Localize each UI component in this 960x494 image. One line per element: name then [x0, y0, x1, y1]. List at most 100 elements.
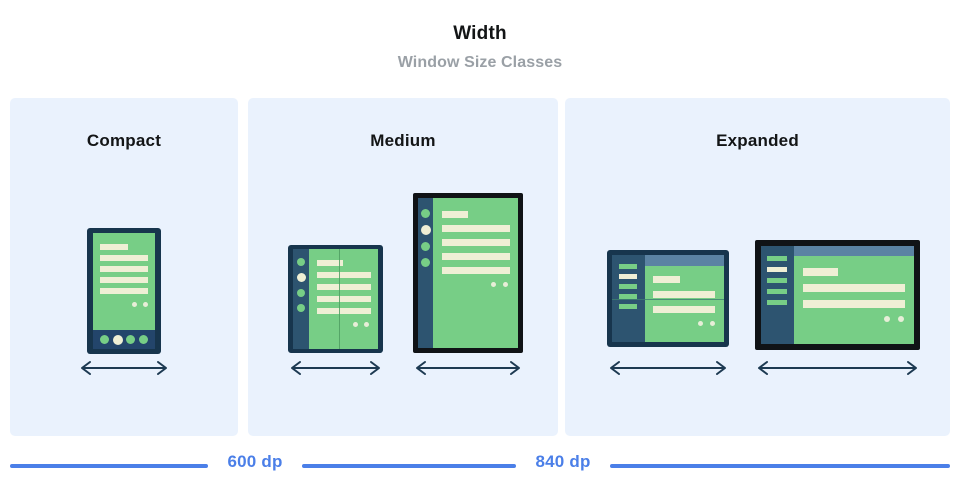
content-dot — [143, 302, 148, 307]
nav-panel-bars — [612, 255, 645, 309]
foldable-screen — [293, 249, 378, 349]
panel-label-expanded: Expanded — [716, 131, 799, 150]
nav-dot — [421, 242, 430, 251]
content-line — [653, 306, 715, 313]
content-dot — [132, 302, 137, 307]
content-line — [100, 255, 148, 261]
nav-dot — [297, 289, 305, 297]
foldable-content — [309, 249, 378, 349]
foldable-landscape-frame — [607, 250, 729, 347]
nav-panel — [612, 255, 645, 342]
content-dot-pair — [132, 302, 148, 307]
nav-bar — [619, 264, 637, 269]
nav-rail — [418, 198, 433, 348]
nav-bar — [767, 256, 787, 261]
nav-dot-active — [420, 225, 431, 235]
measure-line-mid-left — [302, 464, 506, 468]
phone-bottom-nav — [93, 330, 155, 349]
foldable-landscape-content — [645, 255, 724, 342]
device-tablet-expanded — [755, 240, 920, 350]
content-dot — [884, 316, 890, 322]
measure-line-right — [610, 464, 950, 468]
nav-rail-dots — [293, 249, 309, 312]
nav-rail — [293, 249, 309, 349]
tablet-content — [433, 198, 518, 348]
nav-panel — [761, 246, 794, 344]
page-title: Width — [453, 23, 507, 44]
content-dot — [898, 316, 904, 322]
nav-bar — [619, 304, 637, 309]
fold-line — [612, 299, 724, 300]
content-line — [653, 291, 715, 298]
content-line — [803, 284, 905, 292]
nav-bar — [767, 300, 787, 305]
phone-screen — [93, 233, 155, 349]
content-dot — [710, 321, 715, 326]
nav-dot-active — [296, 273, 306, 282]
fold-line — [339, 249, 340, 349]
content-line — [442, 239, 510, 246]
content-line — [442, 267, 510, 274]
content-dot-pair — [884, 316, 904, 322]
content-dot-pair — [698, 321, 715, 326]
content-line — [317, 308, 371, 314]
app-top-bar — [645, 255, 724, 266]
content-dot-pair — [353, 322, 369, 327]
nav-bar — [767, 278, 787, 283]
tablet-screen — [418, 198, 518, 348]
nav-rail-dots — [418, 198, 433, 267]
device-foldable-medium — [288, 245, 383, 353]
nav-dot — [297, 258, 305, 266]
content-dot — [698, 321, 703, 326]
nav-panel-bars — [761, 246, 794, 305]
nav-dot — [139, 335, 149, 344]
nav-dot — [421, 258, 430, 267]
device-foldable-expanded — [607, 250, 729, 347]
device-tablet-medium — [413, 193, 523, 353]
nav-bar — [619, 294, 637, 299]
content-line — [100, 288, 148, 294]
panel-label-medium: Medium — [370, 131, 436, 150]
measure-line-mid-right — [480, 464, 516, 468]
content-line — [442, 225, 510, 232]
content-line — [100, 277, 148, 283]
content-dot — [491, 282, 496, 287]
tablet-frame — [413, 193, 523, 353]
page-subtitle: Window Size Classes — [397, 54, 563, 71]
content-line — [317, 296, 371, 302]
nav-dot — [421, 209, 430, 218]
diagram-header: Width Window Size Classes — [0, 22, 960, 74]
content-line — [100, 244, 128, 250]
content-line — [803, 268, 838, 276]
measure-label-840dp: 840 dp — [535, 452, 591, 471]
content-line — [317, 272, 371, 278]
content-dot-pair — [491, 282, 508, 287]
content-line — [653, 276, 680, 283]
content-line — [317, 284, 371, 290]
width-arrow-compact — [78, 360, 170, 376]
content-line — [442, 211, 468, 218]
nav-bar — [619, 284, 637, 289]
measure-label-600dp: 600 dp — [227, 452, 283, 471]
width-arrow-foldable-expanded — [607, 360, 729, 376]
content-line — [442, 253, 510, 260]
tablet-landscape-content — [794, 246, 914, 344]
device-phone-compact — [87, 228, 161, 354]
phone-frame — [87, 228, 161, 354]
measurement-scale: 600 dp 840 dp — [0, 452, 960, 494]
panel-medium: Medium — [248, 98, 558, 436]
measure-line-left — [10, 464, 208, 468]
content-line — [803, 300, 905, 308]
width-arrow-tablet-expanded — [755, 360, 920, 376]
foldable-frame — [288, 245, 383, 353]
tablet-landscape-frame — [755, 240, 920, 350]
panel-expanded: Expanded — [565, 98, 950, 436]
panel-label-compact: Compact — [86, 131, 162, 150]
nav-dot-active — [112, 334, 123, 345]
size-class-panels: Compact — [10, 98, 950, 436]
nav-dot — [297, 304, 305, 312]
content-line — [100, 266, 148, 272]
foldable-landscape-screen — [612, 255, 724, 342]
nav-bar-active — [619, 274, 637, 279]
